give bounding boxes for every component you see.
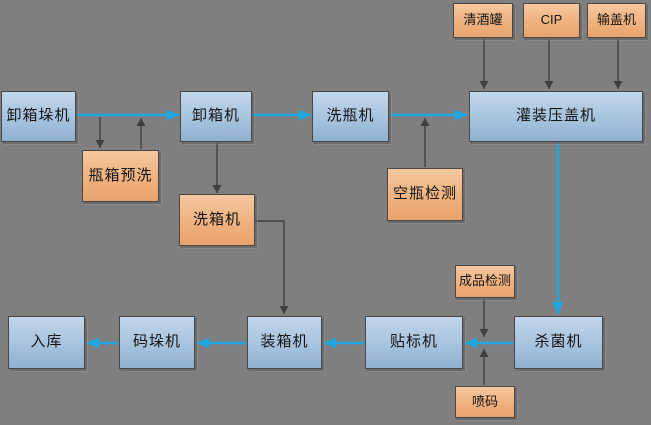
aux-arrow-crate-washer-to-crater [255, 220, 289, 314]
node-decrater: 卸箱机 [180, 91, 252, 142]
node-label: 洗瓶机 [326, 107, 375, 125]
node-empty-bottle-check: 空瓶检测 [387, 168, 463, 221]
node-label: 清酒罐 [463, 12, 503, 28]
node-labeler: 贴标机 [365, 316, 463, 369]
node-palletizer: 码垛机 [119, 316, 195, 369]
node-warehouse: 入库 [8, 316, 85, 369]
node-label: CIP [540, 12, 563, 28]
node-unstacker: 卸箱垛机 [1, 91, 76, 142]
node-label: 装箱机 [260, 333, 309, 351]
node-filler-capper: 灌装压盖机 [469, 91, 643, 142]
node-label: 灌装压盖机 [515, 107, 596, 125]
node-label: 输盖机 [596, 12, 636, 28]
node-product-check: 成品检测 [455, 265, 515, 298]
node-crater: 装箱机 [247, 316, 322, 369]
node-pre-wash: 瓶箱预洗 [82, 150, 159, 202]
node-label: 成品检测 [458, 273, 511, 289]
node-crate-washer: 洗箱机 [179, 194, 255, 246]
node-bottle-washer: 洗瓶机 [312, 91, 389, 142]
node-label: 码垛机 [132, 333, 181, 351]
node-label: 瓶箱预洗 [88, 166, 153, 184]
node-sterilizer: 杀菌机 [514, 316, 603, 369]
node-cap-feeder: 输盖机 [587, 3, 646, 38]
node-beer-tank: 清酒罐 [453, 3, 513, 38]
node-inkjet-coder: 喷码 [455, 386, 515, 418]
node-label: 贴标机 [389, 333, 438, 351]
node-label: 洗箱机 [192, 210, 241, 228]
node-cip: CIP [523, 3, 580, 38]
node-label: 卸箱机 [191, 107, 240, 125]
node-label: 卸箱垛机 [6, 107, 71, 125]
node-label: 杀菌机 [534, 333, 583, 351]
node-label: 空瓶检测 [392, 185, 457, 203]
node-label: 入库 [30, 333, 63, 351]
node-label: 喷码 [471, 393, 498, 409]
